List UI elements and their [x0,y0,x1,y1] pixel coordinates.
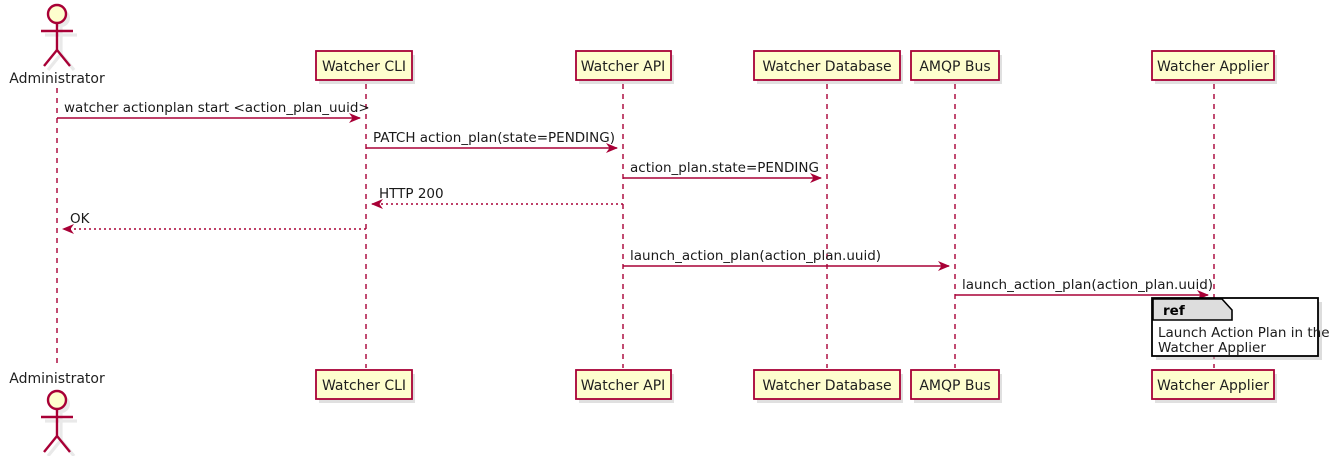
message-label-5: OK [70,211,91,227]
participant-box-rect [1151,50,1275,81]
ref-fragment-tab-label: ref [1163,303,1185,319]
ref-fragment[interactable]: ref Launch Action Plan in the Watcher Ap… [1151,297,1330,360]
participant-box-watcher-database-top[interactable]: Watcher Database [753,50,903,84]
message-7[interactable]: launch_action_plan(action_plan.uuid) [955,277,1213,300]
actor-left-leg-line [43,49,58,67]
participant-label-watcher-cli: Watcher CLI [322,59,406,75]
participant-label-watcher-database: Watcher Database [762,378,891,394]
participant-box-watcher-api-top[interactable]: Watcher API [575,50,674,84]
message-label-7: launch_action_plan(action_plan.uuid) [962,277,1213,293]
participant-box-watcher-api-bottom[interactable]: Watcher API [575,369,674,403]
participant-box-rect [753,50,901,81]
message-5[interactable]: OK [62,211,366,234]
message-6[interactable]: launch_action_plan(action_plan.uuid) [623,248,950,271]
participant-box-rect [910,50,1000,81]
ref-fragment-tab [1152,298,1233,321]
participant-box-rect [575,369,672,400]
participant-box-watcher-applier-top[interactable]: Watcher Applier [1151,50,1277,84]
participant-label-amqp-bus: AMQP Bus [919,378,990,394]
actor-right-leg-line [56,435,71,453]
participant-box-amqp-bus-bottom[interactable]: AMQP Bus [910,369,1002,403]
participant-box-rect [315,369,413,400]
actor-left-leg-line [43,435,58,453]
message-label-2: PATCH action_plan(state=PENDING) [373,130,615,146]
participant-label-watcher-applier: Watcher Applier [1157,378,1269,394]
message-label-1: watcher actionplan start <action_plan_uu… [64,100,370,116]
message-3[interactable]: action_plan.state=PENDING [623,160,822,183]
participant-box-watcher-cli-top[interactable]: Watcher CLI [315,50,415,84]
participant-box-watcher-applier-bottom[interactable]: Watcher Applier [1151,369,1277,403]
participant-label-watcher-api: Watcher API [581,378,666,394]
actor-administrator-top[interactable]: Administrator [9,3,105,87]
participant-box-watcher-database-bottom[interactable]: Watcher Database [753,369,903,403]
participant-box-rect [753,369,901,400]
participant-box-rect [575,50,672,81]
ref-fragment-body-line-2: Watcher Applier [1158,340,1266,356]
actor-administrator-bottom[interactable]: Administrator [9,371,105,456]
message-4[interactable]: HTTP 200 [371,186,623,209]
ref-fragment-body-line-1: Launch Action Plan in the [1158,325,1330,341]
lifelines-group [56,84,1215,368]
participant-box-rect [315,50,413,81]
message-2[interactable]: PATCH action_plan(state=PENDING) [366,130,618,153]
message-label-6: launch_action_plan(action_plan.uuid) [630,248,881,264]
participant-label-amqp-bus: AMQP Bus [919,59,990,75]
actor-head-icon [46,3,68,25]
actor-label-administrator-bottom: Administrator [9,371,105,387]
participant-box-rect [1151,369,1275,400]
participant-box-amqp-bus-top[interactable]: AMQP Bus [910,50,1002,84]
participant-box-rect [910,369,1000,400]
actor-head-icon [46,389,68,411]
participant-label-watcher-applier: Watcher Applier [1157,59,1269,75]
message-label-3: action_plan.state=PENDING [630,160,819,176]
participant-label-watcher-database: Watcher Database [762,59,891,75]
message-1[interactable]: watcher actionplan start <action_plan_uu… [57,100,370,123]
participant-label-watcher-cli: Watcher CLI [322,378,406,394]
actor-label-administrator-top: Administrator [9,71,105,87]
participant-label-watcher-api: Watcher API [581,59,666,75]
participant-box-watcher-cli-bottom[interactable]: Watcher CLI [315,369,415,403]
message-label-4: HTTP 200 [379,186,444,202]
actor-right-leg-line [56,49,71,67]
